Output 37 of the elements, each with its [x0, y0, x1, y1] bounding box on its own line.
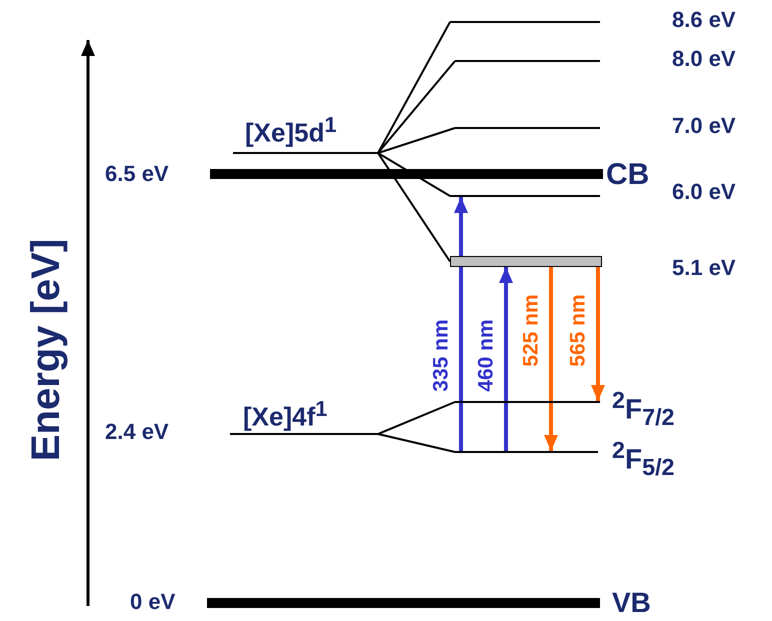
transition-arrow [544, 267, 558, 451]
energy-level-line [233, 152, 378, 154]
edge-label: 335 nm [430, 318, 453, 392]
energy-label: 6.5 eV [105, 162, 169, 186]
energy-label: $^{2}$F$_{7/2}$ [612, 388, 675, 431]
energy-label: 0 eV [130, 590, 176, 614]
energy-level-line [455, 127, 600, 129]
energy-label: 5.1 eV [672, 256, 736, 280]
energy-level-line [230, 433, 378, 435]
axis-title: Energy [eV] [24, 238, 68, 462]
energy-label: $^{2}$F$_{5/2}$ [612, 438, 675, 481]
connector-line [378, 127, 456, 154]
connector-line [377, 152, 451, 262]
energy-level-line [450, 21, 600, 23]
energy-label: CB [606, 158, 650, 191]
energy-label: [Xe]4f$^{1}$ [243, 397, 328, 432]
edge-label: 525 nm [520, 294, 543, 366]
transition-arrow [591, 267, 605, 401]
energy-label: 8.6 eV [672, 8, 736, 32]
energy-label: 8.0 eV [672, 47, 736, 72]
connector-line [377, 22, 451, 154]
energy-label: [Xe]5d$^{1}$ [245, 113, 337, 148]
energy-label: 2.4 eV [105, 420, 169, 444]
energy-level-line [450, 195, 600, 197]
energy-label: VB [612, 588, 651, 619]
transition-arrow [454, 197, 468, 451]
edge-label: 460 nm [474, 318, 498, 392]
energy-level-line [455, 60, 600, 62]
edge-label: 565 nm [566, 294, 590, 366]
connector-line [377, 60, 456, 154]
energy-label: 6.0 eV [672, 180, 736, 204]
connector-line [378, 433, 456, 453]
energy-level-line [455, 451, 598, 453]
energy-level-line [455, 401, 600, 403]
energy-label: 7.0 eV [672, 114, 736, 138]
transition-arrow [499, 267, 513, 451]
connector-line [378, 401, 456, 435]
